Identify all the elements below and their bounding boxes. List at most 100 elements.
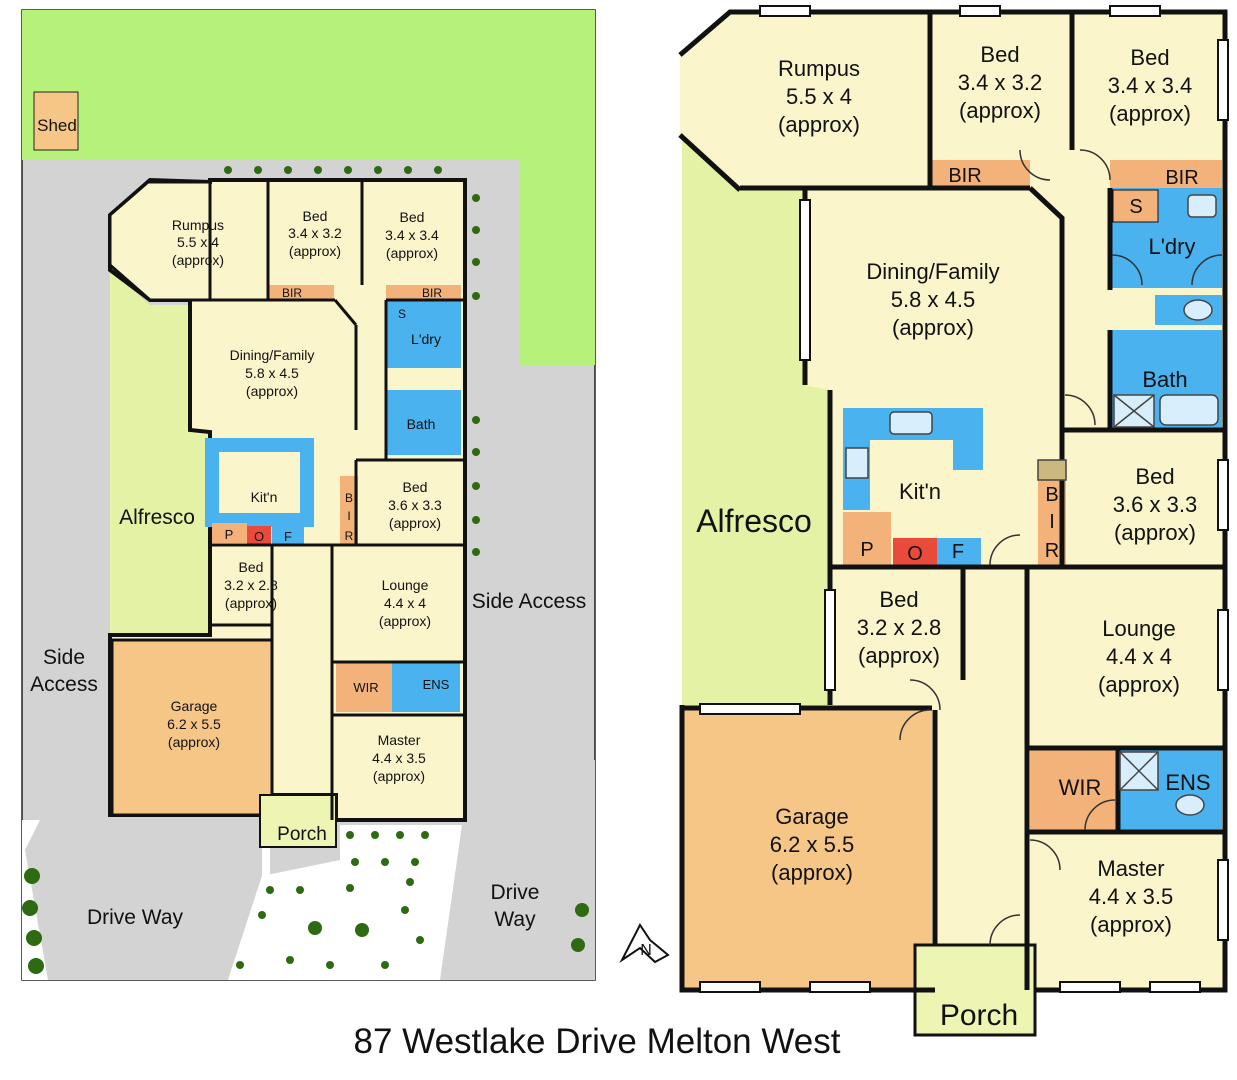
lounge-approx: (approx) — [1098, 672, 1180, 697]
bed5-approx: (approx) — [858, 643, 940, 668]
site-garage-approx: (approx) — [168, 734, 220, 750]
ens-toilet-icon — [1175, 794, 1205, 816]
cooktop-icon — [845, 447, 869, 479]
plan-bir-2 — [1110, 160, 1222, 188]
bed3-name: Bed — [1130, 45, 1169, 70]
rumpus-dims: 5.5 x 4 — [786, 84, 852, 109]
bed3-dims: 3.4 x 3.4 — [1108, 73, 1192, 98]
plan-room-labels: Rumpus 5.5 x 4 (approx) Bed 3.4 x 3.2 (a… — [696, 42, 1210, 1032]
kitchen-sink-icon — [889, 411, 933, 435]
site-bed2-dims: 3.4 x 3.2 — [288, 225, 342, 241]
site-f-label: F — [284, 529, 292, 544]
site-bath-label: Bath — [407, 416, 436, 432]
site-garage-dims: 6.2 x 5.5 — [167, 716, 221, 732]
site-walls — [210, 182, 465, 820]
bath-label: Bath — [1142, 367, 1187, 392]
bir2-label: BIR — [1165, 167, 1198, 189]
site-s-label: S — [398, 307, 406, 321]
backyard-grass — [22, 10, 595, 365]
north-arrow-icon: N — [619, 923, 670, 964]
site-bed2-approx: (approx) — [289, 243, 341, 259]
ens-label: ENS — [1165, 770, 1210, 795]
site-master-dims: 4.4 x 3.5 — [372, 750, 426, 766]
bed5-dims: 3.2 x 2.8 — [857, 615, 941, 640]
lounge-dims: 4.4 x 4 — [1106, 644, 1172, 669]
bed5-name: Bed — [879, 587, 918, 612]
alfresco-label: Alfresco — [696, 503, 812, 539]
site-ens-label: ENS — [423, 677, 450, 692]
rumpus-name: Rumpus — [778, 56, 860, 81]
drive-way-left: Drive Way — [87, 906, 184, 929]
bir1-label: BIR — [948, 165, 981, 187]
garage-approx: (approx) — [771, 860, 853, 885]
bathtub-icon — [1159, 394, 1219, 426]
site-rumpus-approx: (approx) — [172, 252, 224, 268]
plan-s-cupboard — [1112, 189, 1159, 223]
site-plan: Shed — [21, 9, 596, 981]
site-bir-v — [340, 476, 358, 544]
garden-bed — [228, 825, 462, 980]
site-bir2-label: BIR — [422, 286, 442, 300]
f-label: F — [952, 541, 964, 563]
driveway-right-paving — [432, 760, 595, 980]
side-access-left-2: Access — [30, 673, 98, 696]
side-access-left-1: Side — [43, 646, 85, 669]
rumpus-approx: (approx) — [778, 112, 860, 137]
site-bed2-name: Bed — [303, 208, 328, 224]
garage-name: Garage — [775, 804, 848, 829]
shed — [33, 91, 79, 151]
plan-kitchen-bench — [843, 408, 983, 510]
site-bed5-name: Bed — [239, 559, 264, 575]
site-dining-dims: 5.8 x 4.5 — [245, 365, 299, 381]
site-oven — [247, 526, 271, 544]
site-bed4-name: Bed — [403, 479, 428, 495]
bed2-approx: (approx) — [959, 98, 1041, 123]
site-fridge — [272, 526, 304, 544]
s-label: S — [1129, 196, 1142, 218]
shed-label: Shed — [37, 116, 77, 135]
o-label: O — [907, 543, 923, 565]
site-bir-1 — [268, 285, 334, 301]
driveway-left-paving — [25, 820, 262, 980]
site-bir-v-r: R — [345, 529, 354, 543]
hws-icon — [1037, 459, 1067, 481]
drive-way-right-1: Drive — [490, 881, 539, 904]
site-alfresco-label: Alfresco — [119, 506, 195, 529]
dining-approx: (approx) — [892, 315, 974, 340]
side-access-right: Side Access — [472, 590, 586, 613]
site-rumpus-dims: 5.5 x 4 — [177, 234, 219, 250]
bir-v-i: I — [1049, 511, 1055, 533]
site-bed5-approx: (approx) — [225, 595, 277, 611]
site-lounge-dims: 4.4 x 4 — [384, 595, 426, 611]
site-garage-name: Garage — [171, 698, 218, 714]
wir-label: WIR — [1059, 775, 1102, 800]
site-bed3-approx: (approx) — [386, 245, 438, 261]
kitchen-label: Kit'n — [899, 479, 941, 504]
svg-text:N: N — [640, 942, 652, 959]
dining-name: Dining/Family — [866, 259, 999, 284]
bed3-approx: (approx) — [1109, 101, 1191, 126]
site-p-label: P — [225, 527, 234, 542]
site-alfresco — [110, 270, 210, 635]
site-lounge-name: Lounge — [382, 577, 429, 593]
site-laundry-label: L'dry — [411, 331, 441, 347]
plan-doors — [899, 149, 1223, 946]
garage-dims: 6.2 x 5.5 — [770, 832, 854, 857]
site-kitchen-label: Kit'n — [251, 489, 278, 505]
plan-pantry — [843, 512, 891, 567]
bed4-approx: (approx) — [1114, 520, 1196, 545]
detailed-plan: Rumpus 5.5 x 4 (approx) Bed 3.4 x 3.2 (a… — [678, 5, 1229, 1037]
bed4-dims: 3.6 x 3.3 — [1113, 492, 1197, 517]
site-lounge-approx: (approx) — [379, 613, 431, 629]
site-wir-label: WIR — [353, 680, 378, 695]
plan-oven — [893, 538, 937, 567]
site-bed3-name: Bed — [400, 209, 425, 225]
bed2-dims: 3.4 x 3.2 — [958, 70, 1042, 95]
plan-wir — [1030, 750, 1118, 830]
plan-fridge — [937, 538, 981, 567]
site-o-label: O — [254, 529, 264, 544]
plan-garage — [684, 708, 932, 992]
plan-bir-1 — [930, 160, 1030, 188]
site-wir — [336, 662, 392, 712]
